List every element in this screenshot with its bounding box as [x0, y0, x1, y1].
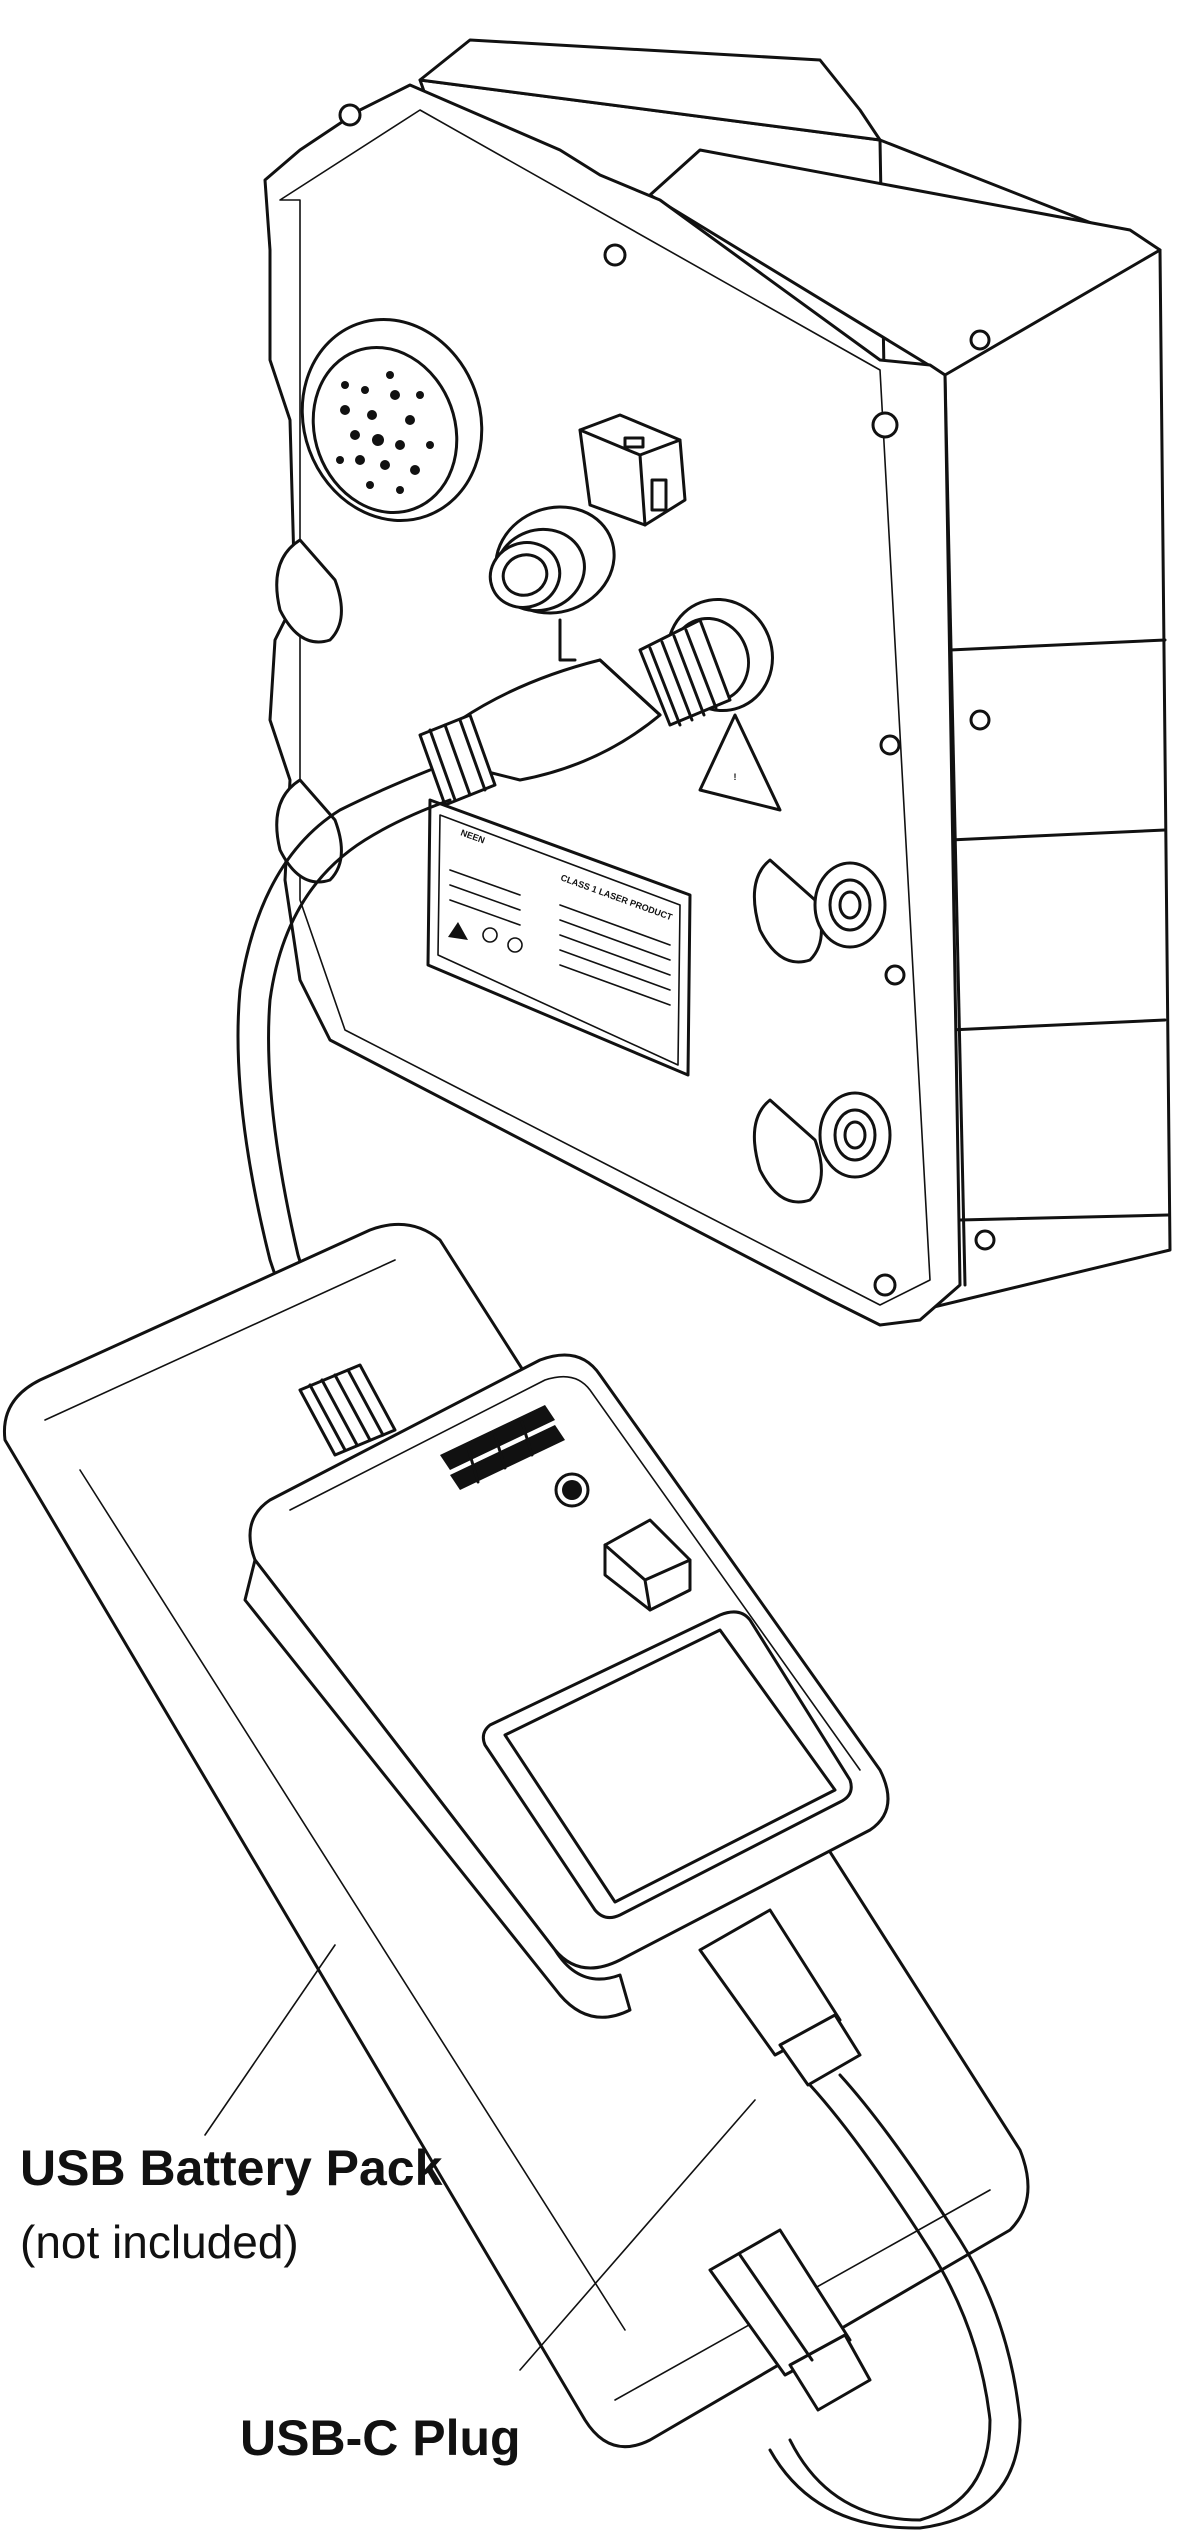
usbc-leader-line [519, 2099, 756, 2371]
warning-mark: ! [734, 772, 737, 782]
battery-pack-label: USB Battery Pack [20, 2140, 443, 2196]
cable-connector-icon [418, 597, 774, 807]
brand-logo [440, 1405, 565, 1490]
usb-port-icon [578, 413, 687, 527]
display-window [481, 1610, 853, 1920]
warning-triangle-icon: ! [698, 713, 782, 812]
battery-pack-note: (not included) [20, 2216, 299, 2268]
usbc-plug-icon [708, 2228, 872, 2412]
usbc-plug-label: USB-C Plug [240, 2410, 521, 2466]
controller-box [243, 1353, 890, 2019]
controller-button [603, 1518, 692, 1612]
m12-connector-icon [488, 505, 616, 662]
usbc-cable [698, 1908, 1022, 2530]
battery-leader-line [204, 1944, 336, 2136]
speaker-icon [300, 318, 484, 522]
product-label-plate: NEEN CLASS 1 LASER PRODUCT [426, 798, 692, 1077]
sensor-enclosure: ! NEEN CLASS 1 LASER PRODUCT [263, 38, 1172, 1327]
